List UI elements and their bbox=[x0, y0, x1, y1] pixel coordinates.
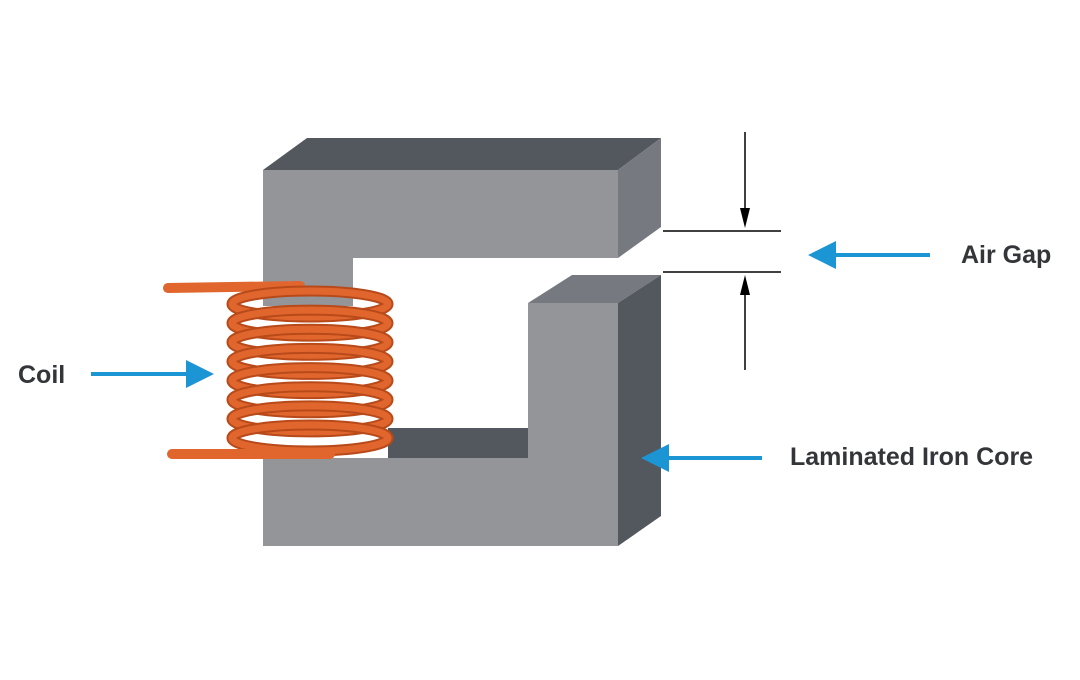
air-gap-upper-arrowhead bbox=[740, 208, 750, 228]
core-upper-front-face bbox=[263, 170, 618, 306]
core-right-post-front-face bbox=[528, 303, 618, 458]
core-label: Laminated Iron Core bbox=[790, 443, 1033, 471]
air-gap-dimension bbox=[663, 132, 781, 370]
air-gap-label: Air Gap bbox=[961, 241, 1051, 269]
core-bottom-recess bbox=[388, 428, 528, 458]
coil-turn-highlight bbox=[228, 364, 392, 398]
coil-pointer-head bbox=[186, 360, 214, 388]
coil-turns bbox=[226, 285, 394, 457]
core-right-side-face bbox=[618, 275, 661, 546]
core-callout: Laminated Iron Core bbox=[641, 443, 1033, 472]
coil-callout: Coil bbox=[18, 360, 214, 389]
coil-turn-highlight bbox=[228, 306, 392, 340]
coil-turn-highlight bbox=[228, 344, 392, 378]
air-gap-lower-arrowhead bbox=[740, 275, 750, 295]
air-gap-pointer-head bbox=[808, 241, 836, 269]
core-pointer-head bbox=[641, 444, 669, 472]
coil-top-lead bbox=[163, 281, 305, 293]
core-top-arm-end-face bbox=[618, 138, 661, 258]
coil-turn-highlight bbox=[228, 287, 392, 321]
coil-label: Coil bbox=[18, 361, 65, 389]
coil-turn-highlight bbox=[228, 383, 392, 417]
core-top-arm-top-face bbox=[263, 138, 661, 170]
coil-turn-highlight bbox=[228, 402, 392, 436]
coil bbox=[163, 281, 394, 459]
laminated-iron-core bbox=[263, 138, 661, 546]
air-gap-callout: Air Gap bbox=[808, 241, 1051, 269]
core-right-post-top-face bbox=[528, 275, 661, 303]
core-bottom-arm-front-face bbox=[263, 458, 618, 546]
coil-turn-highlight bbox=[228, 325, 392, 359]
